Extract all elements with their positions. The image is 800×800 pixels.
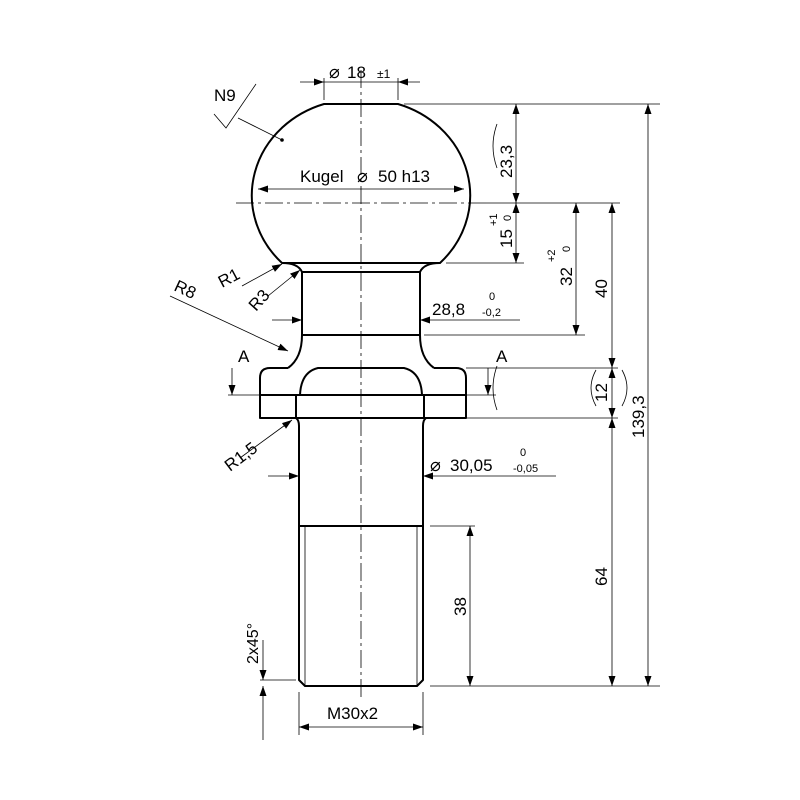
dimension-text: N9 ⌀ 18 ±1 Kugel ⌀ 50 h13 23,3 15 +1 0 3… [171, 62, 648, 723]
neck-diameter-value: 28,8 [432, 300, 465, 319]
ball-diameter-value: 50 h13 [378, 167, 430, 186]
neck-outline [281, 262, 303, 369]
collar-dist-tol-upper: +2 [546, 249, 558, 262]
ball-diameter-symbol: ⌀ [357, 166, 368, 186]
chamfer-label: 2x45° [245, 623, 262, 664]
top-diameter-tolerance: ±1 [377, 67, 391, 81]
thread-label: M30x2 [327, 704, 378, 723]
section-label-right: A [496, 347, 508, 366]
flange-dist-value: 40 [592, 279, 611, 298]
radius-3-label: R3 [245, 286, 274, 315]
neck-height-tol-lower: 0 [502, 215, 514, 221]
thread-length-value: 38 [451, 597, 470, 616]
surface-finish-label: N9 [214, 86, 236, 105]
reference-brackets [492, 123, 628, 411]
neck-height-value: 15 [497, 229, 516, 248]
flange-height-value: 12 [592, 383, 611, 402]
top-diameter-symbol: ⌀ [329, 62, 340, 82]
neck-outline-right [419, 262, 441, 369]
extension-lines [228, 78, 660, 735]
collar-dist-value: 32 [557, 267, 576, 286]
top-diameter-value: 18 [347, 63, 366, 82]
shank-length-value: 64 [592, 567, 611, 586]
ball-height-value: 23,3 [497, 145, 516, 178]
neck-diameter-tol-lower: -0,2 [482, 307, 501, 319]
shank-diameter-value: 30,05 [450, 456, 493, 475]
flange-outline [259, 367, 467, 419]
shank-diameter-tol-upper: 0 [520, 447, 526, 459]
neck-height-tol-upper: +1 [488, 213, 500, 226]
neck-diameter-tol-upper: 0 [489, 291, 495, 303]
collar-dist-tol-lower: 0 [561, 246, 573, 252]
ball-prefix: Kugel [300, 167, 343, 186]
section-label-left: A [238, 347, 250, 366]
shank-diameter-symbol: ⌀ [430, 455, 441, 475]
radius-1-label: R1 [215, 265, 243, 292]
total-length-value: 139,3 [629, 395, 648, 438]
center-lines [236, 70, 486, 700]
radius-1-5-label: R1,5 [221, 438, 261, 475]
surface-finish-symbol [213, 83, 284, 142]
dimension-lines [169, 78, 652, 740]
shank-diameter-tol-lower: -0,05 [513, 463, 538, 475]
